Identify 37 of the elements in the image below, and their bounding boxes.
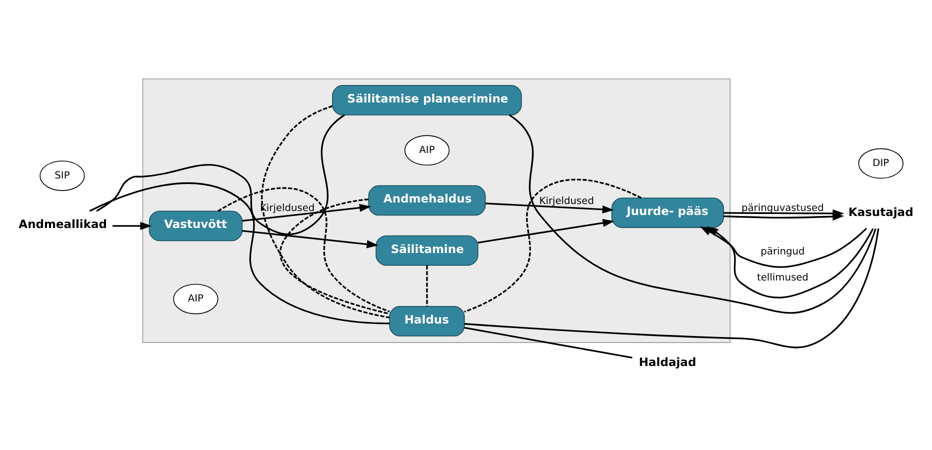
arrow: [242, 203, 372, 222]
connector: [96, 114, 345, 235]
node-box: Andmehaldus: [368, 184, 486, 216]
edge-label: Kirjeldused: [260, 202, 315, 214]
node-ellipse: SIP: [40, 160, 85, 190]
node-text: Andmeallikad: [18, 216, 108, 231]
connector: [426, 264, 428, 306]
edge-label: päringud: [760, 246, 805, 257]
node-text: Haldajad: [638, 354, 696, 369]
node-box: Juurde- pääs: [611, 197, 724, 228]
arrow: [478, 218, 614, 243]
edge-label: tellimused: [757, 272, 808, 284]
arrow: [724, 212, 844, 220]
node-box: Haldus: [389, 306, 465, 336]
arrow: [112, 221, 152, 230]
arrow: [706, 226, 874, 298]
node-ellipse: AIP: [173, 283, 218, 314]
node-box: Säilitamise planeerimine: [332, 84, 522, 115]
node-ellipse: DIP: [858, 148, 904, 178]
arrow: [485, 202, 614, 213]
connector: [261, 104, 390, 318]
connector: [508, 114, 876, 314]
node-box: Vastuvõtt: [148, 210, 243, 241]
node-box: Säilitamine: [376, 234, 478, 266]
connector: [218, 186, 390, 312]
connector: [464, 178, 642, 312]
connector: [280, 198, 390, 314]
cluster: [142, 78, 731, 342]
connector: [89, 182, 390, 324]
edge-label: päringuvastused: [742, 202, 824, 214]
connector: [464, 228, 880, 348]
edge-label: Kirjeldused: [539, 196, 594, 207]
node-text: Kasutajad: [848, 204, 914, 218]
arrow: [242, 229, 378, 248]
node-ellipse: AIP: [404, 134, 450, 166]
arrow: [700, 226, 867, 268]
connector: [464, 326, 632, 358]
